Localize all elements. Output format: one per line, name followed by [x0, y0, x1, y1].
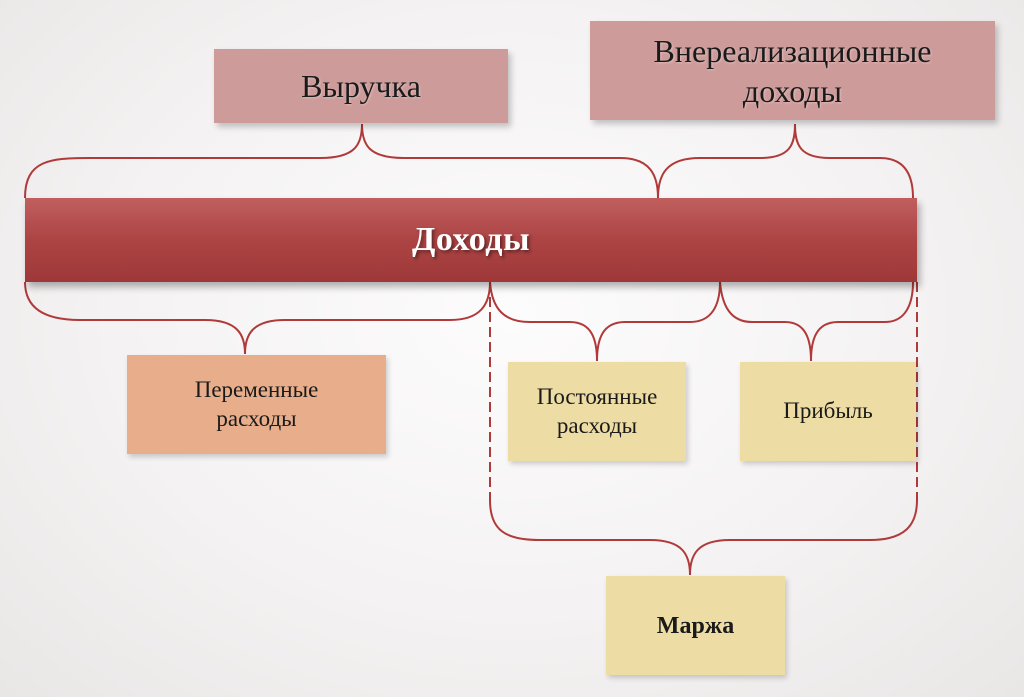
non-operating-brace — [657, 123, 914, 199]
non-operating-income-box: Внереализационные доходы — [590, 21, 995, 120]
profit-brace — [719, 281, 914, 362]
profit-label: Прибыль — [783, 398, 873, 424]
revenue-box: Выручка — [214, 49, 508, 123]
variable-costs-box: Переменные расходы — [127, 355, 386, 454]
margin-label: Маржа — [656, 612, 735, 639]
non-operating-income-label: Внереализационные доходы — [653, 32, 932, 109]
income-bar: Доходы — [25, 198, 917, 282]
fixed-costs-label: Постоянные расходы — [536, 383, 658, 438]
fixed-costs-brace — [489, 281, 721, 362]
variable-costs-brace — [24, 281, 491, 355]
variable-costs-label: Переменные расходы — [194, 376, 319, 431]
fixed-costs-box: Постоянные расходы — [508, 362, 686, 461]
revenue-brace — [24, 123, 659, 199]
revenue-label: Выручка — [301, 68, 421, 104]
income-label: Доходы — [411, 220, 530, 258]
margin-brace — [489, 499, 918, 576]
margin-box: Маржа — [606, 576, 785, 675]
profit-box: Прибыль — [740, 362, 916, 461]
